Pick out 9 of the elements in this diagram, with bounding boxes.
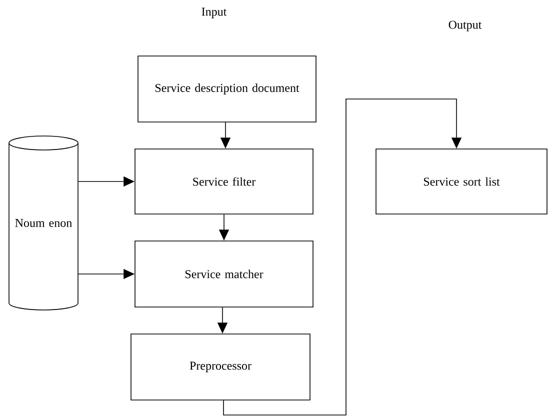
process-box: Service description document — [138, 56, 316, 122]
process-box: Service matcher — [134, 240, 314, 308]
process-box: Service filter — [134, 148, 314, 214]
arrow — [223, 98, 462, 416]
process-box: Service sort list — [376, 148, 548, 214]
storage-cylinder: Noum enon — [8, 136, 78, 310]
process-box: Preprocessor — [130, 334, 310, 400]
heading-label: Input — [202, 8, 227, 18]
heading-label: Output — [448, 20, 482, 32]
